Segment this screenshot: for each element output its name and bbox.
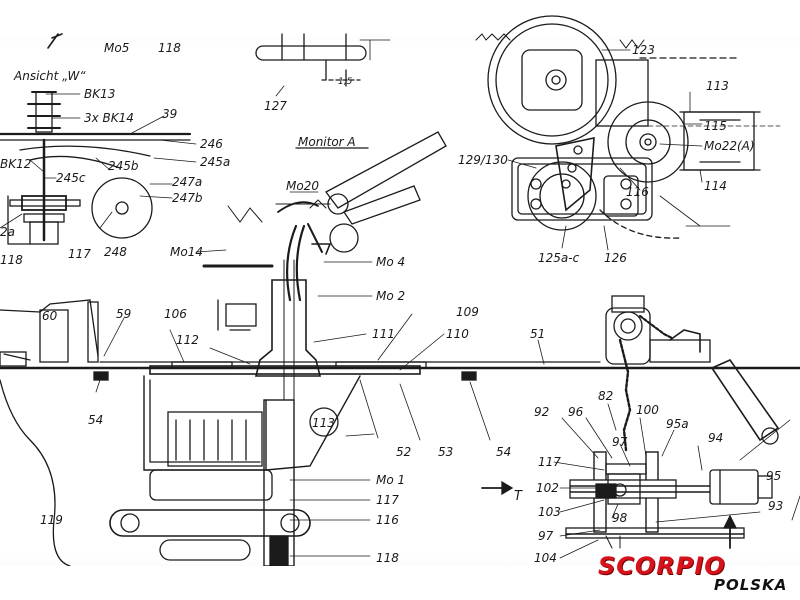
label-113-hatch: 113 bbox=[312, 416, 335, 430]
label-113-top: 113 bbox=[706, 79, 729, 93]
label-mo4: Mo 4 bbox=[376, 255, 405, 269]
label-52: 52 bbox=[396, 445, 411, 459]
label-mo1: Mo 1 bbox=[376, 473, 405, 487]
label-110: 110 bbox=[446, 327, 469, 341]
label-54-right: 54 bbox=[496, 445, 511, 459]
label-39: 39 bbox=[162, 107, 177, 121]
label-125: 125a-c bbox=[538, 251, 580, 265]
label-60: 60 bbox=[42, 309, 58, 323]
label-129-130: 129/130 bbox=[458, 153, 508, 167]
label-98: 98 bbox=[612, 511, 628, 525]
label-109: 109 bbox=[456, 305, 479, 319]
label-95a: 95a bbox=[666, 417, 689, 431]
label-123: 123 bbox=[632, 43, 655, 57]
monitor-label: Monitor A bbox=[298, 135, 356, 149]
label-97-top: 97 bbox=[612, 435, 628, 449]
label-mo20: Mo20 bbox=[286, 179, 319, 193]
label-mo2: Mo 2 bbox=[376, 289, 405, 303]
label-bk14: 3x BK14 bbox=[84, 111, 134, 125]
label-104: 104 bbox=[534, 551, 557, 565]
label-116-right: 116 bbox=[626, 185, 649, 199]
label-245b: 245b bbox=[108, 159, 139, 173]
arrow-label: T bbox=[514, 489, 523, 504]
label-117-right: 117 bbox=[538, 455, 561, 469]
watermark-logo: SCORPIO POLSKA bbox=[598, 552, 798, 596]
label-82: 82 bbox=[598, 389, 613, 403]
bottom-margin bbox=[0, 566, 800, 600]
label-2a: 2a bbox=[0, 225, 15, 239]
label-246: 246 bbox=[200, 137, 223, 151]
label-117-left: 117 bbox=[68, 247, 91, 261]
label-111: 111 bbox=[372, 327, 395, 341]
label-127: 127 bbox=[264, 99, 287, 113]
label-106: 106 bbox=[164, 307, 187, 321]
drawing-linework bbox=[0, 15, 800, 567]
region-text: POLSKA bbox=[714, 576, 788, 594]
label-112: 112 bbox=[176, 333, 199, 347]
label-94: 94 bbox=[708, 431, 723, 445]
label-53: 53 bbox=[438, 445, 453, 459]
label-102: 102 bbox=[536, 481, 559, 495]
label-mo22a: Mo22(A) bbox=[704, 139, 755, 153]
label-95: 95 bbox=[766, 469, 781, 483]
label-mo5: Mo5 bbox=[104, 41, 129, 55]
label-118-top: 118 bbox=[158, 41, 181, 55]
label-118-left: 118 bbox=[0, 253, 23, 267]
label-118-bottom: 118 bbox=[376, 551, 399, 565]
label-245c: 245c bbox=[56, 171, 86, 185]
label-245a: 245a bbox=[200, 155, 230, 169]
label-100: 100 bbox=[636, 403, 659, 417]
label-126: 126 bbox=[604, 251, 627, 265]
label-51: 51 bbox=[530, 327, 545, 341]
label-103: 103 bbox=[538, 505, 561, 519]
label-dimension: 1,5 bbox=[338, 77, 353, 87]
top-margin bbox=[0, 0, 800, 36]
label-115: 115 bbox=[704, 119, 727, 133]
label-93: 93 bbox=[768, 499, 783, 513]
label-96: 96 bbox=[568, 405, 584, 419]
label-97-bottom: 97 bbox=[538, 529, 554, 543]
label-116-bottom: 116 bbox=[376, 513, 399, 527]
label-247a: 247a bbox=[172, 175, 202, 189]
label-114: 114 bbox=[704, 179, 727, 193]
label-bk12: BK12 bbox=[0, 157, 31, 171]
brand-text: SCORPIO bbox=[598, 552, 726, 580]
label-mo14: Mo14 bbox=[170, 245, 203, 259]
label-117-bottom: 117 bbox=[376, 493, 399, 507]
view-label: Ansicht „W“ bbox=[13, 69, 86, 83]
label-92: 92 bbox=[534, 405, 549, 419]
label-119: 119 bbox=[40, 513, 63, 527]
part-labels: Mo5 118 Ansicht „W“ BK13 3x BK14 39 246 … bbox=[0, 41, 783, 565]
label-59: 59 bbox=[116, 307, 131, 321]
label-247b: 247b bbox=[172, 191, 203, 205]
label-bk13: BK13 bbox=[84, 87, 115, 101]
label-248: 248 bbox=[104, 245, 127, 259]
label-54-left: 54 bbox=[88, 413, 103, 427]
